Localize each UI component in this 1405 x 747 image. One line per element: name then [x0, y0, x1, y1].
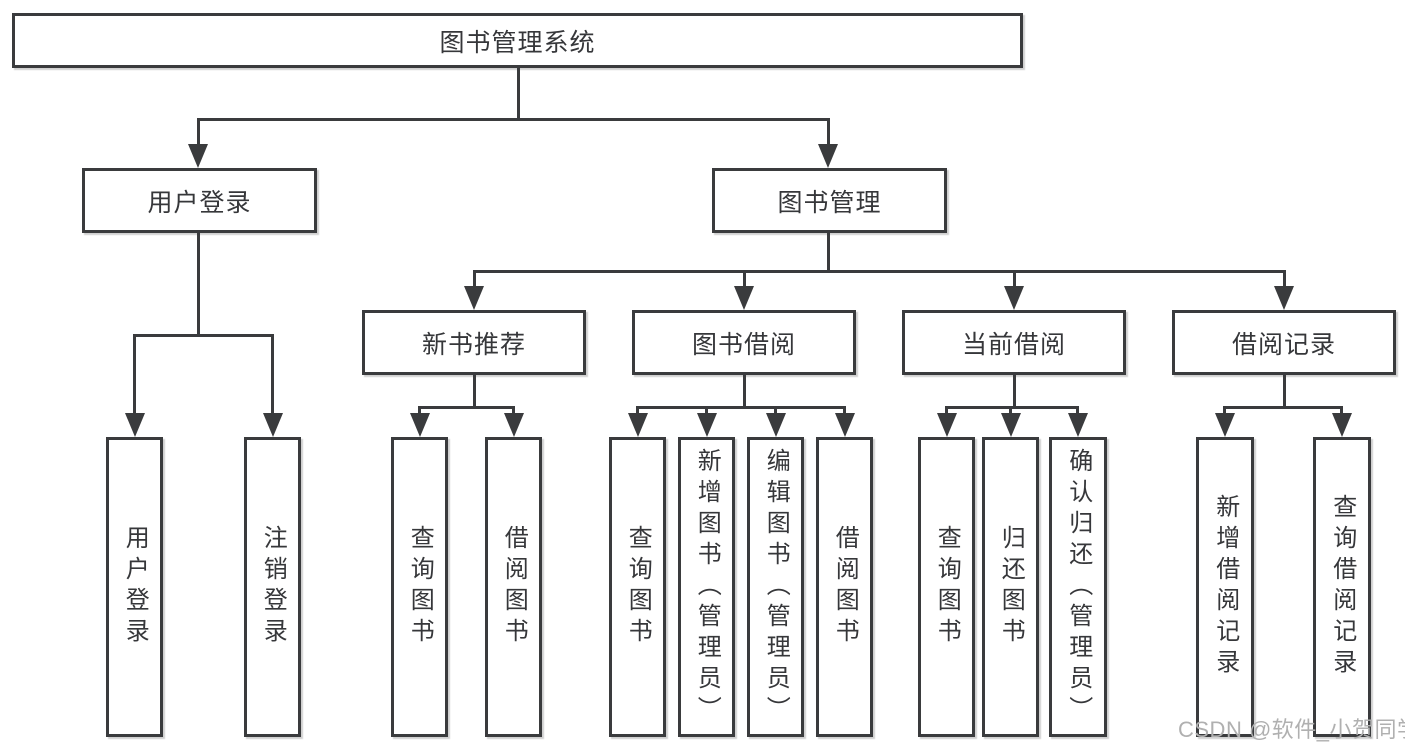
connector-drop: [418, 406, 421, 416]
leaf-borrow-query-label: 查询图书: [624, 525, 652, 649]
leaf-current-return-label: 归还图书: [997, 525, 1025, 649]
leaf-current-confirm-label: 确认归还（管理员）: [1064, 447, 1092, 727]
leaf-borrow-borrow-label: 借阅图书: [831, 525, 859, 649]
csdn-watermark: CSDN @软件_小贺同学: [1178, 717, 1405, 742]
leaf-user-login: 用户登录: [106, 437, 163, 737]
connector-drop-borrow-record: [1282, 270, 1286, 288]
connector-drop-new-book: [472, 270, 476, 288]
leaf-record-add: 新增借阅记录: [1196, 437, 1254, 737]
connector-drop: [1009, 406, 1012, 416]
leaf-borrow-add-label: 新增图书（管理员）: [693, 447, 721, 727]
node-book-mgmt: 图书管理: [712, 168, 947, 233]
connector-drop: [512, 406, 515, 416]
leaf-newbook-borrow-label: 借阅图书: [500, 525, 528, 649]
connector-drop-book-borrow: [742, 270, 746, 288]
leaf-newbook-borrow: 借阅图书: [485, 437, 542, 737]
leaf-borrow-edit: 编辑图书（管理员）: [747, 437, 804, 737]
connector-current-borrow-stem: [1012, 375, 1016, 408]
arrow-down-icon: [1274, 286, 1294, 310]
leaf-borrow-borrow: 借阅图书: [816, 437, 873, 737]
node-current-borrow-label: 当前借阅: [961, 330, 1066, 359]
arrow-down-icon: [818, 144, 838, 168]
arrow-down-icon: [765, 413, 786, 437]
arrow-down-icon: [1214, 413, 1235, 437]
connector-drop-current-borrow: [1012, 270, 1016, 288]
arrow-down-icon: [409, 413, 430, 437]
node-current-borrow: 当前借阅: [902, 310, 1126, 375]
connector-book-mgmt-stem: [826, 233, 830, 272]
connector-drop-leaf-logout: [271, 334, 274, 416]
leaf-logout: 注销登录: [244, 437, 301, 737]
leaf-record-query-label: 查询借阅记录: [1328, 494, 1356, 680]
node-user-login-label: 用户登录: [147, 188, 252, 217]
connector-drop-book-mgmt: [826, 118, 830, 147]
connector-drop: [1223, 406, 1226, 416]
connector-drop: [843, 406, 846, 416]
connector-drop: [774, 406, 777, 416]
connector-drop: [945, 406, 948, 416]
node-borrow-record-label: 借阅记录: [1231, 330, 1336, 359]
arrow-down-icon: [503, 413, 524, 437]
node-book-borrow: 图书借阅: [632, 310, 856, 375]
leaf-newbook-query: 查询图书: [391, 437, 448, 737]
leaf-logout-label: 注销登录: [259, 525, 287, 649]
leaf-current-return: 归还图书: [982, 437, 1039, 737]
connector-drop: [1076, 406, 1079, 416]
node-root-label: 图书管理系统: [439, 28, 596, 57]
node-new-book-recommend: 新书推荐: [362, 310, 586, 375]
connector-drop-user-login: [196, 118, 200, 147]
connector-borrow-record-stem: [1282, 375, 1286, 408]
arrow-down-icon: [1000, 413, 1021, 437]
connector-level3-bar: [472, 270, 1286, 273]
arrow-down-icon: [696, 413, 717, 437]
node-user-login: 用户登录: [82, 168, 317, 233]
leaf-borrow-query: 查询图书: [609, 437, 666, 737]
node-root: 图书管理系统: [12, 13, 1023, 68]
connector-drop: [1340, 406, 1343, 416]
leaf-borrow-edit-label: 编辑图书（管理员）: [762, 447, 790, 727]
arrow-down-icon: [936, 413, 957, 437]
connector-new-book-stem: [472, 375, 476, 408]
arrow-down-icon: [627, 413, 648, 437]
connector-drop-leaf-login: [133, 334, 136, 416]
connector-user-login-bar: [133, 334, 274, 337]
connector-user-login-stem: [196, 233, 200, 337]
connector-root-stem: [516, 68, 520, 118]
arrow-down-icon: [734, 286, 754, 310]
connector-drop: [636, 406, 639, 416]
connector-book-borrow-bar: [636, 406, 846, 409]
leaf-record-query: 查询借阅记录: [1313, 437, 1371, 737]
arrow-down-icon: [1004, 286, 1024, 310]
leaf-user-login-label: 用户登录: [121, 525, 149, 649]
arrow-down-icon: [464, 286, 484, 310]
connector-drop: [705, 406, 708, 416]
node-new-book-recommend-label: 新书推荐: [421, 330, 526, 359]
arrow-down-icon: [262, 413, 283, 437]
node-borrow-record: 借阅记录: [1172, 310, 1396, 375]
connector-book-borrow-stem: [742, 375, 746, 408]
connector-current-borrow-bar: [945, 406, 1079, 409]
arrow-down-icon: [834, 413, 855, 437]
leaf-record-add-label: 新增借阅记录: [1211, 494, 1239, 680]
arrow-down-icon: [124, 413, 145, 437]
leaf-current-query-label: 查询图书: [933, 525, 961, 649]
arrow-down-icon: [188, 144, 208, 168]
leaf-borrow-add: 新增图书（管理员）: [678, 437, 735, 737]
leaf-current-query: 查询图书: [918, 437, 975, 737]
connector-new-book-bar: [418, 406, 515, 409]
leaf-newbook-query-label: 查询图书: [406, 525, 434, 649]
connector-borrow-record-bar: [1223, 406, 1343, 409]
arrow-down-icon: [1067, 413, 1088, 437]
node-book-mgmt-label: 图书管理: [777, 188, 882, 217]
arrow-down-icon: [1331, 413, 1352, 437]
leaf-current-confirm: 确认归还（管理员）: [1049, 437, 1107, 737]
connector-level2-bar: [196, 118, 830, 121]
node-book-borrow-label: 图书借阅: [691, 330, 796, 359]
